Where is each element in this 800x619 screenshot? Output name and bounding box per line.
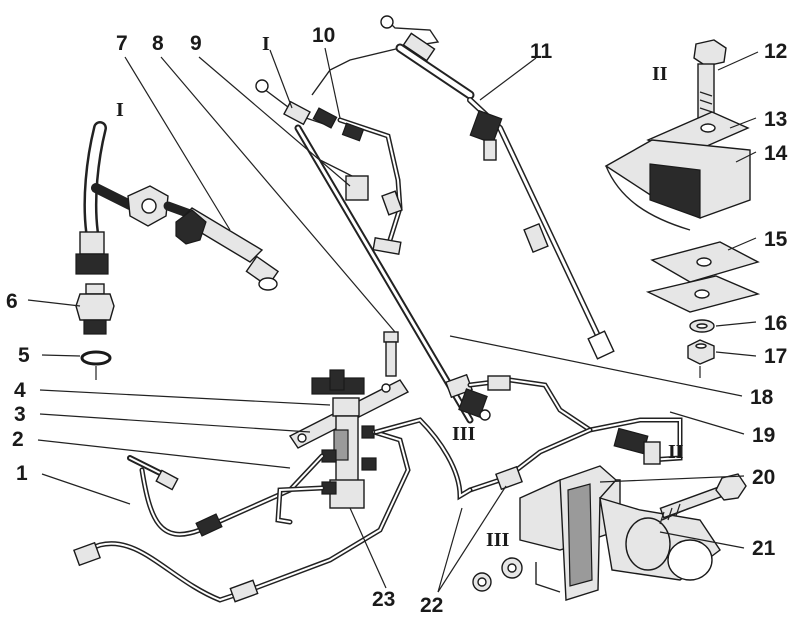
view-marker-iii-rod: III xyxy=(452,423,476,445)
callout-11: 11 xyxy=(530,40,553,63)
callout-15: 15 xyxy=(764,228,788,251)
leader-lines xyxy=(27,47,759,593)
detail-iii-bracket xyxy=(472,465,747,601)
callout-5: 5 xyxy=(18,344,30,367)
callout-8: 8 xyxy=(152,32,164,55)
callout-6: 6 xyxy=(6,290,18,313)
callout-14: 14 xyxy=(764,142,788,165)
callout-17: 17 xyxy=(764,345,787,368)
callout-19: 19 xyxy=(752,424,775,447)
detail-ii-mounting xyxy=(604,39,761,378)
callout-12: 12 xyxy=(764,40,787,63)
callout-20: 20 xyxy=(752,466,775,489)
master-cylinder-assembly xyxy=(288,331,410,509)
master-cylinder-pipes xyxy=(73,417,473,603)
callout-18: 18 xyxy=(750,386,774,409)
view-marker-ii-top-right: II xyxy=(652,63,668,85)
callout-9: 9 xyxy=(190,32,202,55)
callout-1: 1 xyxy=(16,462,28,485)
callout-13: 13 xyxy=(764,108,787,131)
view-marker-ii-pipe: II xyxy=(668,441,684,463)
lower-brake-lines xyxy=(467,375,683,493)
view-marker-i-top: I xyxy=(262,33,270,55)
callout-3: 3 xyxy=(14,403,26,426)
callout-16: 16 xyxy=(764,312,787,335)
view-markers: I I II II III III xyxy=(116,33,684,551)
callout-labels: 7 8 9 10 11 12 13 14 15 16 17 18 19 20 2… xyxy=(6,24,788,617)
item-11-link-rod xyxy=(395,32,615,360)
callout-7: 7 xyxy=(116,32,128,55)
upper-brake-lines xyxy=(255,15,491,424)
callout-22: 22 xyxy=(420,594,443,617)
callout-23: 23 xyxy=(372,588,395,611)
callout-21: 21 xyxy=(752,537,776,560)
callout-4: 4 xyxy=(14,379,26,402)
detail-i-hose-fitting xyxy=(75,121,280,380)
callout-10: 10 xyxy=(312,24,335,47)
view-marker-i-left: I xyxy=(116,99,124,121)
view-marker-iii-bottom: III xyxy=(486,529,510,551)
callout-2: 2 xyxy=(12,428,24,451)
